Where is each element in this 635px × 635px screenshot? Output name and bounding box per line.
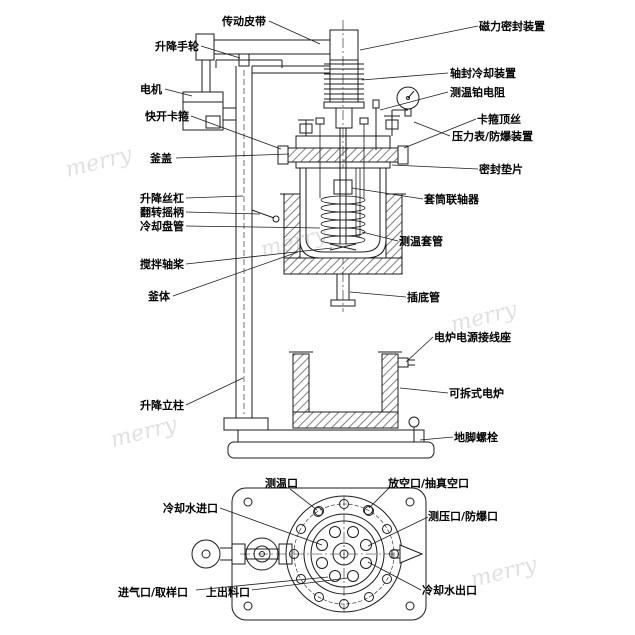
kettle-lid-drawing xyxy=(277,135,409,169)
label-motor: 电机 xyxy=(140,83,162,96)
label-vent-vacuum-port: 放空口/抽真空口 xyxy=(388,477,470,490)
label-gas-inlet-sampling-port: 进气口/取样口 xyxy=(118,586,189,599)
label-bottom-insert-tube: 插底管 xyxy=(407,291,440,304)
label-pt-temperature-resistance: 测温铂电阻 xyxy=(450,86,505,99)
sleeve-coupling-drawing xyxy=(333,179,353,195)
detachable-furnace-drawing xyxy=(289,351,415,429)
port-ring xyxy=(316,526,372,582)
furnace-raised-drawing xyxy=(280,193,406,275)
power-terminal-drawing xyxy=(397,357,409,368)
anchor-bolt-drawing xyxy=(408,416,420,428)
cooling-coil-drawing xyxy=(319,124,366,245)
label-cooling-water-outlet: 冷却水出口 xyxy=(422,584,477,597)
crank-gear-plan xyxy=(191,537,293,571)
clamp-right xyxy=(397,145,409,165)
front-view xyxy=(182,20,435,459)
label-kettle-body: 釜体 xyxy=(148,290,170,303)
pressure-gauge-dial xyxy=(396,86,420,110)
label-clamp-set-screw: 卡箍顶丝 xyxy=(477,113,521,126)
magnetic-seal-drawing xyxy=(323,59,365,129)
label-lifting-screw: 升降丝杠 xyxy=(140,192,184,205)
label-lifting-handwheel: 升降手轮 xyxy=(155,40,199,53)
label-sealing-gasket: 密封垫片 xyxy=(479,163,523,176)
label-quick-open-clamp: 快开卡箍 xyxy=(145,110,189,123)
lifting-handwheel-drawing xyxy=(215,53,283,68)
label-shaft-seal-cooling-device: 轴封冷却装置 xyxy=(450,67,516,80)
plan-view xyxy=(191,487,427,621)
lid-fittings xyxy=(298,86,420,150)
flip-crank-drawing xyxy=(251,209,280,223)
label-flip-crank: 翻转摇柄 xyxy=(140,206,184,219)
label-cooling-water-inlet: 冷却水进口 xyxy=(163,502,218,515)
pt-probe-head xyxy=(372,99,380,109)
label-drive-belt: 传动皮带 xyxy=(222,15,266,28)
label-top-discharge-port: 上出料口 xyxy=(206,586,250,599)
label-magnetic-seal-device: 磁力密封装置 xyxy=(479,20,545,33)
label-stirring-shaft-paddle: 搅拌轴桨 xyxy=(140,258,184,271)
label-lifting-column: 升降立柱 xyxy=(140,399,184,412)
label-pressure-burst-port: 测压口/防爆口 xyxy=(428,510,499,523)
label-anchor-bolt: 地脚螺栓 xyxy=(454,431,498,444)
clamp-left xyxy=(277,145,289,165)
label-thermowell: 测温套管 xyxy=(399,235,443,248)
temp-port-hole xyxy=(313,507,323,517)
valve-pointer-plan xyxy=(391,544,424,564)
base-plate-drawing xyxy=(227,416,435,459)
stirrer-shaft-drawing xyxy=(329,128,357,251)
label-temperature-port: 测温口 xyxy=(265,477,298,490)
label-furnace-power-terminal: 电炉电源接线座 xyxy=(434,331,511,344)
kettle-body-drawing xyxy=(299,167,387,259)
label-kettle-lid: 釜盖 xyxy=(150,152,172,165)
vent-port-hole xyxy=(363,505,373,515)
label-detachable-furnace: 可拆式电炉 xyxy=(449,387,504,400)
motor-drawing xyxy=(182,91,236,131)
label-cooling-coil: 冷却盘管 xyxy=(140,220,184,233)
leader-lines xyxy=(164,20,479,591)
bottom-tube-drawing xyxy=(330,274,356,307)
label-sleeve-coupling: 套筒联轴器 xyxy=(424,193,479,206)
thermowell-drawing xyxy=(355,168,361,237)
lifting-column-drawing xyxy=(223,66,269,431)
label-pressure-gauge-burst: 压力表/防爆装置 xyxy=(452,130,534,143)
drive-belt-assembly xyxy=(195,29,359,92)
